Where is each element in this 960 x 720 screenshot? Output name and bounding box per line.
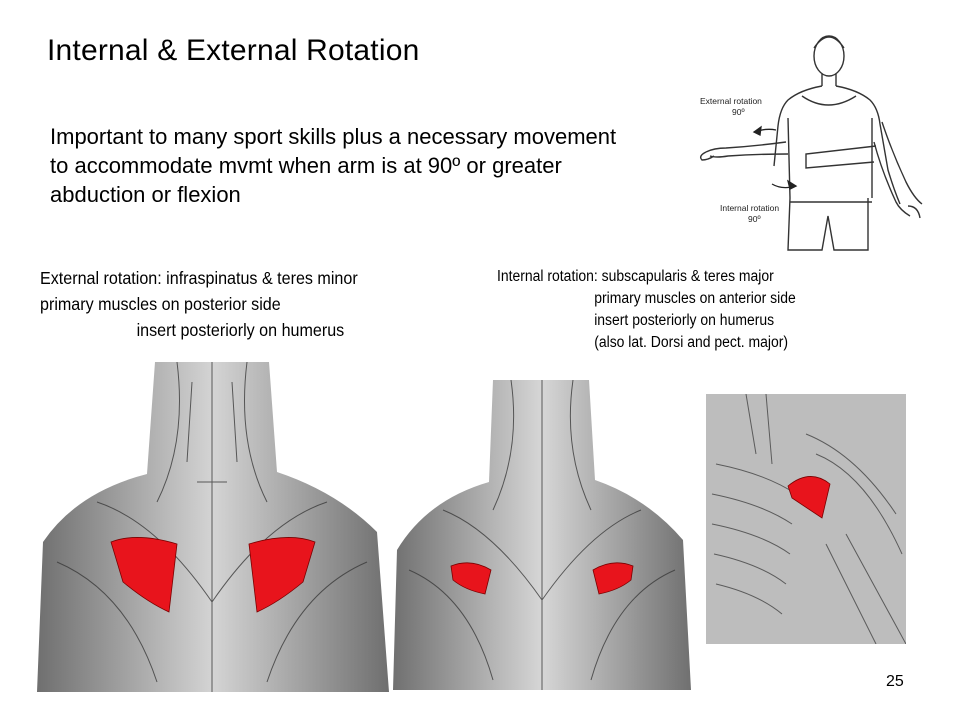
external-line-3: insert posteriorly on humerus [136,320,345,340]
external-rotation-angle: 90º [732,107,745,117]
rotation-figure: External rotation 90º Internal rotation … [699,35,923,251]
external-line-2: primary muscles on posterior side [40,294,281,314]
page-number: 25 [886,673,904,690]
external-rotation-label: External rotation [700,96,762,106]
internal-rotation-angle: 90º [748,214,761,224]
slide-title: Internal & External Rotation [47,34,420,67]
internal-line-4: (also lat. Dorsi and pect. major) [594,334,789,351]
posterior-teres-major-illustration [393,380,691,690]
internal-rotation-text: Internal rotation: subscapularis & teres… [497,266,796,354]
posterior-back-illustration [37,362,389,692]
anterior-subscapularis-illustration [706,394,906,644]
internal-rotation-label: Internal rotation [720,203,779,213]
external-line-1: External rotation: infraspinatus & teres… [40,268,358,288]
internal-line-1: Internal rotation: subscapularis & teres… [497,268,774,285]
internal-line-2: primary muscles on anterior side [594,290,796,307]
external-rotation-text: External rotation: infraspinatus & teres… [40,265,358,343]
intro-text: Important to many sport skills plus a ne… [50,124,617,207]
internal-line-3: insert posteriorly on humerus [594,312,775,329]
